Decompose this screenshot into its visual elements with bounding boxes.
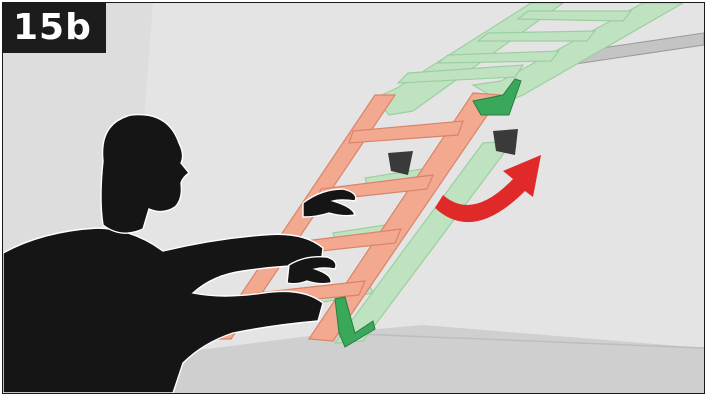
step-number-badge: 15b xyxy=(3,3,106,53)
ladder-scene xyxy=(3,3,704,393)
pivot-block-right xyxy=(493,129,518,155)
